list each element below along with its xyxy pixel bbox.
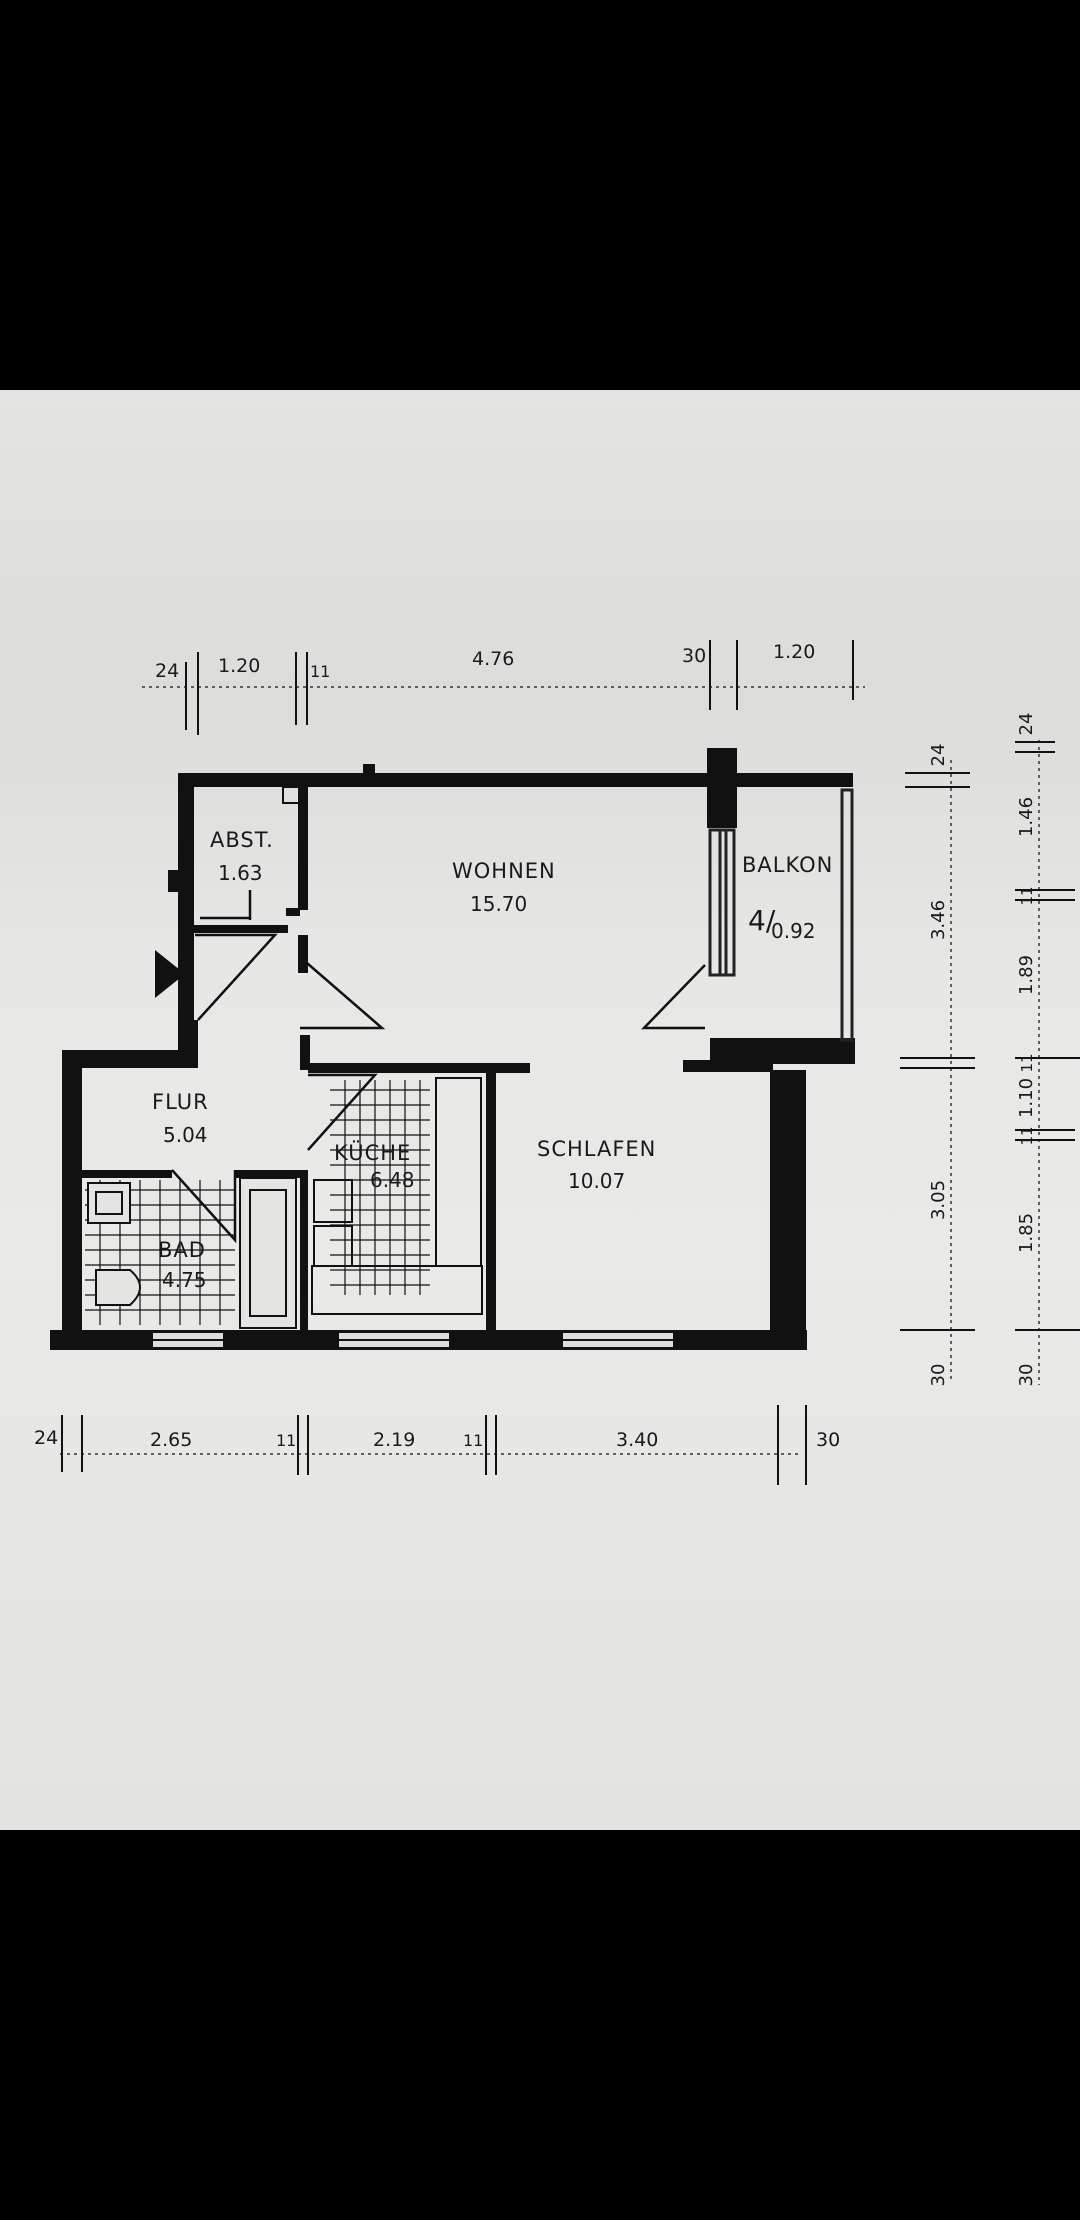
dim-right-outer-6: 1.10 [1016, 1078, 1037, 1118]
dim-right-outer-8: 1.85 [1016, 1213, 1037, 1253]
dimension-line-top: 24 1.20 11 4.76 30 1.20 [142, 640, 865, 735]
dim-right-outer-1: 24 [1016, 713, 1037, 736]
door-swings [171, 890, 706, 1244]
room-name-wohnen: WOHNEN [452, 859, 556, 883]
dim-right-inner-3: 3.05 [928, 1180, 949, 1220]
dim-right-outer-3: 11 [1018, 886, 1036, 905]
room-area-wohnen: 15.70 [470, 892, 527, 916]
room-area-kueche: 6.48 [370, 1168, 415, 1192]
balcony-railing [708, 788, 854, 1042]
floor-plan-drawing: ABST. 1.63 WOHNEN 15.70 BALKON 4/ 0.92 F… [34, 640, 1080, 1485]
room-name-balkon: BALKON [742, 853, 833, 877]
room-name-flur: FLUR [152, 1090, 209, 1114]
room-labels: ABST. 1.63 WOHNEN 15.70 BALKON 4/ 0.92 F… [152, 828, 833, 1292]
dim-bottom-5: 11 [463, 1431, 483, 1450]
dim-bottom-4: 2.19 [373, 1429, 415, 1451]
dim-top-3: 11 [310, 662, 330, 681]
kitchen-fixtures [311, 1077, 483, 1315]
dim-top-2: 1.20 [218, 655, 260, 677]
room-prefix-balkon: 4/ [748, 904, 776, 937]
room-area-bad: 4.75 [162, 1268, 207, 1292]
room-area-schlafen: 10.07 [568, 1169, 625, 1193]
dim-right-outer-9: 30 [1016, 1364, 1037, 1387]
dim-top-1: 24 [155, 660, 179, 682]
dim-bottom-2: 2.65 [150, 1429, 192, 1451]
dim-bottom-3: 11 [276, 1431, 296, 1450]
room-name-bad: BAD [158, 1238, 206, 1262]
room-area-flur: 5.04 [163, 1123, 208, 1147]
dim-top-6: 1.20 [773, 641, 815, 663]
floor-plan-paper: ABST. 1.63 WOHNEN 15.70 BALKON 4/ 0.92 F… [0, 390, 1080, 1830]
dim-bottom-7: 30 [816, 1429, 840, 1451]
dim-bottom-1: 24 [34, 1427, 58, 1449]
dim-right-outer-7: 11 [1018, 1126, 1036, 1145]
dim-top-5: 30 [682, 645, 706, 667]
dimension-line-bottom: 24 2.65 11 2.19 11 3.40 30 [34, 1405, 840, 1485]
dim-right-inner-2: 3.46 [928, 900, 949, 940]
dim-right-inner-4: 30 [928, 1364, 949, 1387]
dimension-line-right-outer: 24 1.46 11 1.89 11 1.10 11 1.85 30 [1015, 713, 1080, 1387]
dim-right-outer-5: 11 [1018, 1053, 1036, 1072]
entrance-arrow-icon [155, 950, 185, 998]
windows [151, 1331, 675, 1349]
chimney-icon [282, 786, 300, 804]
dim-right-outer-4: 1.89 [1016, 955, 1037, 995]
dimension-line-right-inner: 24 3.46 3.05 30 [900, 744, 975, 1387]
dim-right-inner-1: 24 [928, 744, 949, 767]
bathroom-fixtures [85, 1177, 297, 1329]
room-name-abst: ABST. [210, 828, 274, 852]
dim-right-outer-2: 1.46 [1016, 797, 1037, 837]
dim-top-4: 4.76 [472, 648, 514, 670]
room-name-schlafen: SCHLAFEN [537, 1137, 656, 1161]
room-area-abst: 1.63 [218, 861, 263, 885]
room-name-kueche: KÜCHE [334, 1140, 411, 1165]
dim-bottom-6: 3.40 [616, 1429, 658, 1451]
room-area-balkon: 0.92 [771, 919, 816, 943]
